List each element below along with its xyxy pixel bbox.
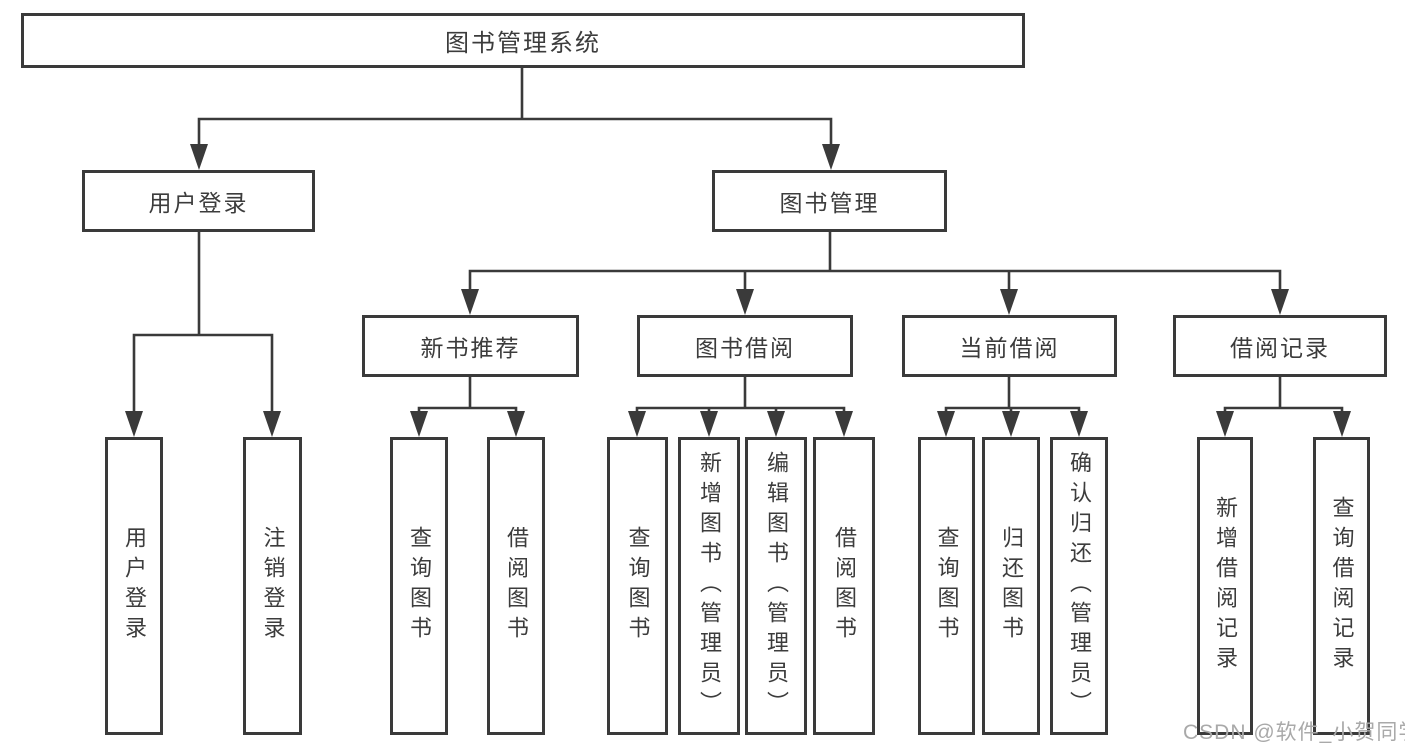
node-label: 新增图书（管理员） [697, 451, 722, 721]
node-cb-return-books: 归还图书 [982, 437, 1040, 735]
arrow-down-icon [507, 411, 525, 437]
arrow-down-icon [410, 411, 428, 437]
node-label: 查询借阅记录 [1329, 496, 1355, 676]
connector-current-borrowing-branch [944, 377, 1081, 414]
arrow-down-icon [822, 144, 840, 170]
node-label: 当前借阅 [959, 335, 1060, 361]
node-cb-query-books: 查询图书 [918, 437, 975, 735]
node-bb-borrow-books: 借阅图书 [813, 437, 875, 735]
arrow-down-icon [835, 411, 853, 437]
node-label: 查询图书 [625, 526, 651, 646]
node-label: 借阅记录 [1230, 335, 1330, 361]
node-new-book-recommendation: 新书推荐 [362, 315, 579, 377]
node-user-login-leaf: 用户登录 [105, 437, 163, 735]
connector-borrowing-records-branch [1223, 377, 1344, 414]
node-label: 图书管理 [779, 190, 880, 216]
node-label: 借阅图书 [504, 526, 529, 646]
connector-user-login-branch [132, 232, 274, 413]
arrow-down-icon [628, 411, 646, 437]
node-user-login: 用户登录 [82, 170, 315, 232]
node-nb-query-books: 查询图书 [390, 437, 448, 735]
arrow-down-icon [263, 411, 281, 437]
arrow-down-icon [190, 144, 208, 170]
node-br-add-record: 新增借阅记录 [1197, 437, 1253, 735]
arrow-down-icon [937, 411, 955, 437]
node-nb-borrow-books: 借阅图书 [487, 437, 545, 735]
node-bb-add-books-admin: 新增图书（管理员） [678, 437, 740, 735]
arrow-down-icon [1216, 411, 1234, 437]
arrow-down-icon [1002, 411, 1020, 437]
node-label: 借阅图书 [832, 526, 857, 646]
node-br-query-record: 查询借阅记录 [1313, 437, 1370, 735]
node-book-management: 图书管理 [712, 170, 947, 232]
node-label: 新增借阅记录 [1213, 496, 1238, 676]
node-label: 图书借阅 [695, 335, 795, 361]
node-cb-confirm-return-admin: 确认归还（管理员） [1050, 437, 1108, 735]
connector-new-book-branch [417, 377, 518, 414]
node-library-management-system: 图书管理系统 [21, 13, 1025, 68]
arrow-down-icon [125, 411, 143, 437]
connector-root-to-level2 [197, 68, 833, 146]
arrow-down-icon [1271, 289, 1289, 315]
connector-book-borrowing-branch [635, 377, 846, 414]
node-label: 查询图书 [934, 526, 960, 646]
node-bb-edit-books-admin: 编辑图书（管理员） [745, 437, 807, 735]
connector-book-management-branch [468, 232, 1282, 292]
arrow-down-icon [700, 411, 718, 437]
node-current-borrowing: 当前借阅 [902, 315, 1117, 377]
node-book-borrowing: 图书借阅 [637, 315, 853, 377]
arrow-down-icon [461, 289, 479, 315]
node-label: 确认归还（管理员） [1067, 451, 1092, 721]
node-logout: 注销登录 [243, 437, 302, 735]
node-label: 图书管理系统 [445, 30, 601, 57]
arrow-down-icon [767, 411, 785, 437]
node-label: 注销登录 [260, 526, 286, 646]
watermark: CSDN @软件_小贺同学 [1183, 721, 1405, 744]
arrow-down-icon [1333, 411, 1351, 437]
node-label: 查询图书 [407, 526, 432, 646]
arrow-down-icon [1070, 411, 1088, 437]
arrow-down-icon [1000, 289, 1018, 315]
arrow-down-icon [736, 289, 754, 315]
node-label: 编辑图书（管理员） [764, 451, 789, 721]
node-label: 新书推荐 [420, 335, 521, 361]
node-bb-query-books: 查询图书 [607, 437, 668, 735]
node-label: 用户登录 [148, 190, 249, 216]
node-borrowing-records: 借阅记录 [1173, 315, 1387, 377]
node-label: 用户登录 [122, 526, 147, 646]
node-label: 归还图书 [999, 526, 1024, 646]
